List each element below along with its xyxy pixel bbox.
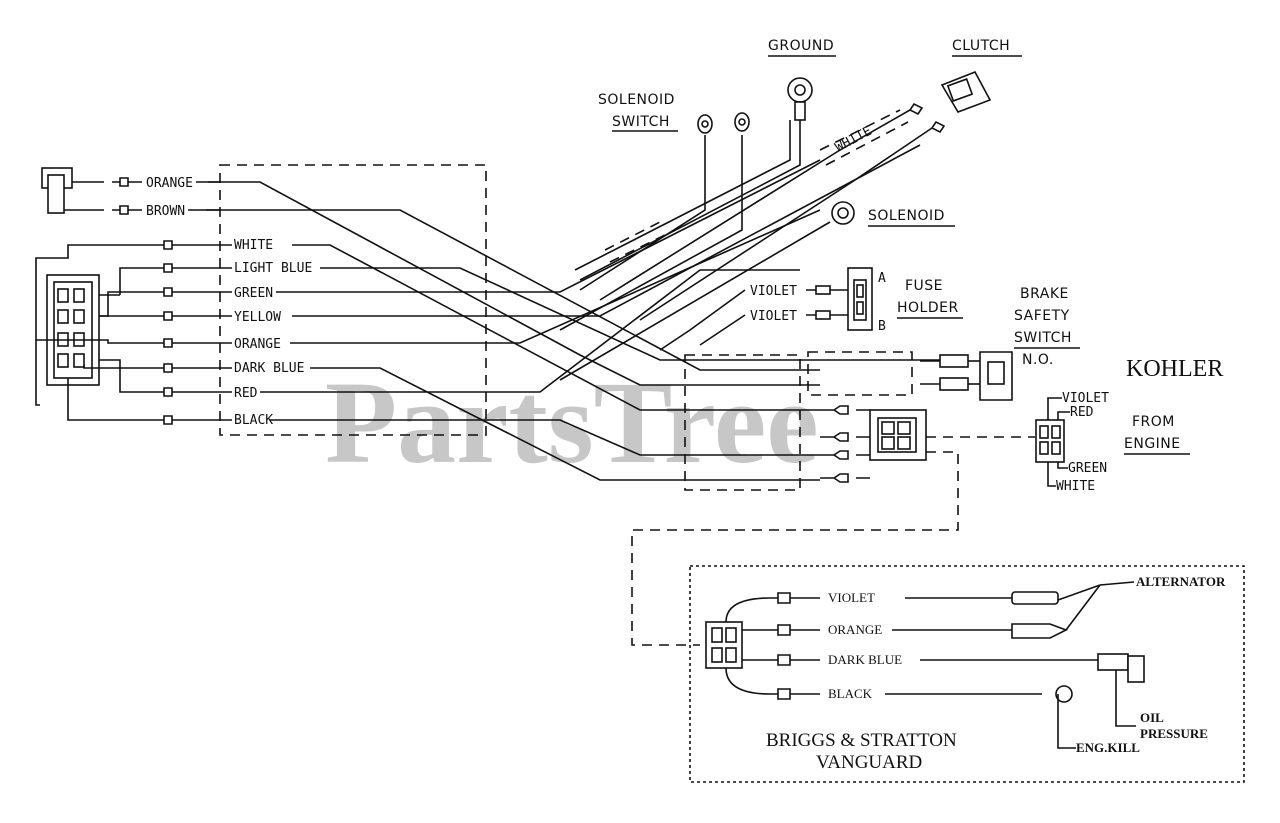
oil-pressure-label-2: PRESSURE [1140,726,1208,741]
fuse-violet-a: VIOLET [750,284,797,299]
wire-label-orange-top: ORANGE [146,176,193,191]
wire-label-brown: BROWN [146,204,185,219]
fuse-holder-label-2: HOLDER [897,300,959,316]
briggs-link [631,451,959,646]
shield-1 [604,221,661,251]
center-4pin-plug [820,405,927,483]
solenoid-label: SOLENOID [868,208,945,224]
briggs-wires [770,581,1145,749]
solenoid-switch-terminals [697,112,750,134]
clutch-wire-label: WHITE [833,124,875,156]
fuse-holder-label-1: FUSE [905,278,943,294]
eng-kill-label: ENG.KILL [1076,740,1140,755]
wire-label-dark-blue: DARK BLUE [234,361,304,376]
briggs-dark-blue: DARK BLUE [828,652,902,667]
fuse-holder [806,267,873,331]
kohler-green: GREEN [1068,461,1107,476]
wire-label-green: GREEN [234,286,273,301]
fuse-a-label: A [878,271,886,286]
shield-2 [609,234,666,263]
wire-label-white: WHITE [234,238,273,253]
center-dashed-box-1 [684,354,801,491]
key-switch [41,167,100,214]
from-engine-label-1: FROM [1132,414,1175,430]
wire-label-black: BLACK [234,413,273,428]
connector-symbols [160,240,232,425]
brake-label-2: SAFETY [1014,308,1070,324]
solenoid-switch-label-1: SOLENOID [598,92,675,108]
brake-switch [920,351,1013,401]
oil-pressure-label-1: OIL [1140,710,1164,725]
kohler-white: WHITE [1056,479,1095,494]
ground-terminal [787,77,813,121]
shield-clutch [819,109,909,166]
fuse-violet-b: VIOLET [750,309,797,324]
kohler-red: RED [1070,405,1094,420]
center-dashed-box-2 [807,351,913,396]
brake-label-3: SWITCH [1014,330,1072,346]
brake-label-1: BRAKE [1020,286,1069,302]
briggs-title-2: VANGUARD [816,752,922,773]
alternator-label: ALTERNATOR [1136,574,1226,589]
brake-label-4: N.O. [1022,352,1054,368]
from-engine-label-2: ENGINE [1124,436,1181,452]
wire-label-yellow: YELLOW [234,310,281,325]
ground-label: GROUND [768,38,834,54]
fuse-b-label: B [878,319,886,334]
briggs-violet: VIOLET [828,590,875,605]
connector-wiring [35,244,160,421]
harness-wires [206,109,940,481]
harness-dashed-box [219,164,487,436]
kohler-plug [1035,397,1070,487]
clutch-connector [908,70,992,134]
briggs-plug [705,597,771,695]
wire-label-orange: ORANGE [234,337,281,352]
briggs-black: BLACK [828,686,873,701]
solenoid-terminal [831,201,855,225]
key-switch-wires [100,177,142,215]
briggs-orange: ORANGE [828,622,882,637]
briggs-dotted-box [689,565,1245,783]
watermark: PartsTree [325,357,819,488]
wire-label-light-blue: LIGHT BLUE [234,261,312,276]
kohler-label: KOHLER [1126,356,1223,382]
solenoid-switch-label-2: SWITCH [612,114,670,130]
clutch-label: CLUTCH [952,38,1010,54]
briggs-title-1: BRIGGS & STRATTON [766,730,957,751]
kohler-violet: VIOLET [1062,391,1109,406]
wire-label-red: RED [234,386,258,401]
